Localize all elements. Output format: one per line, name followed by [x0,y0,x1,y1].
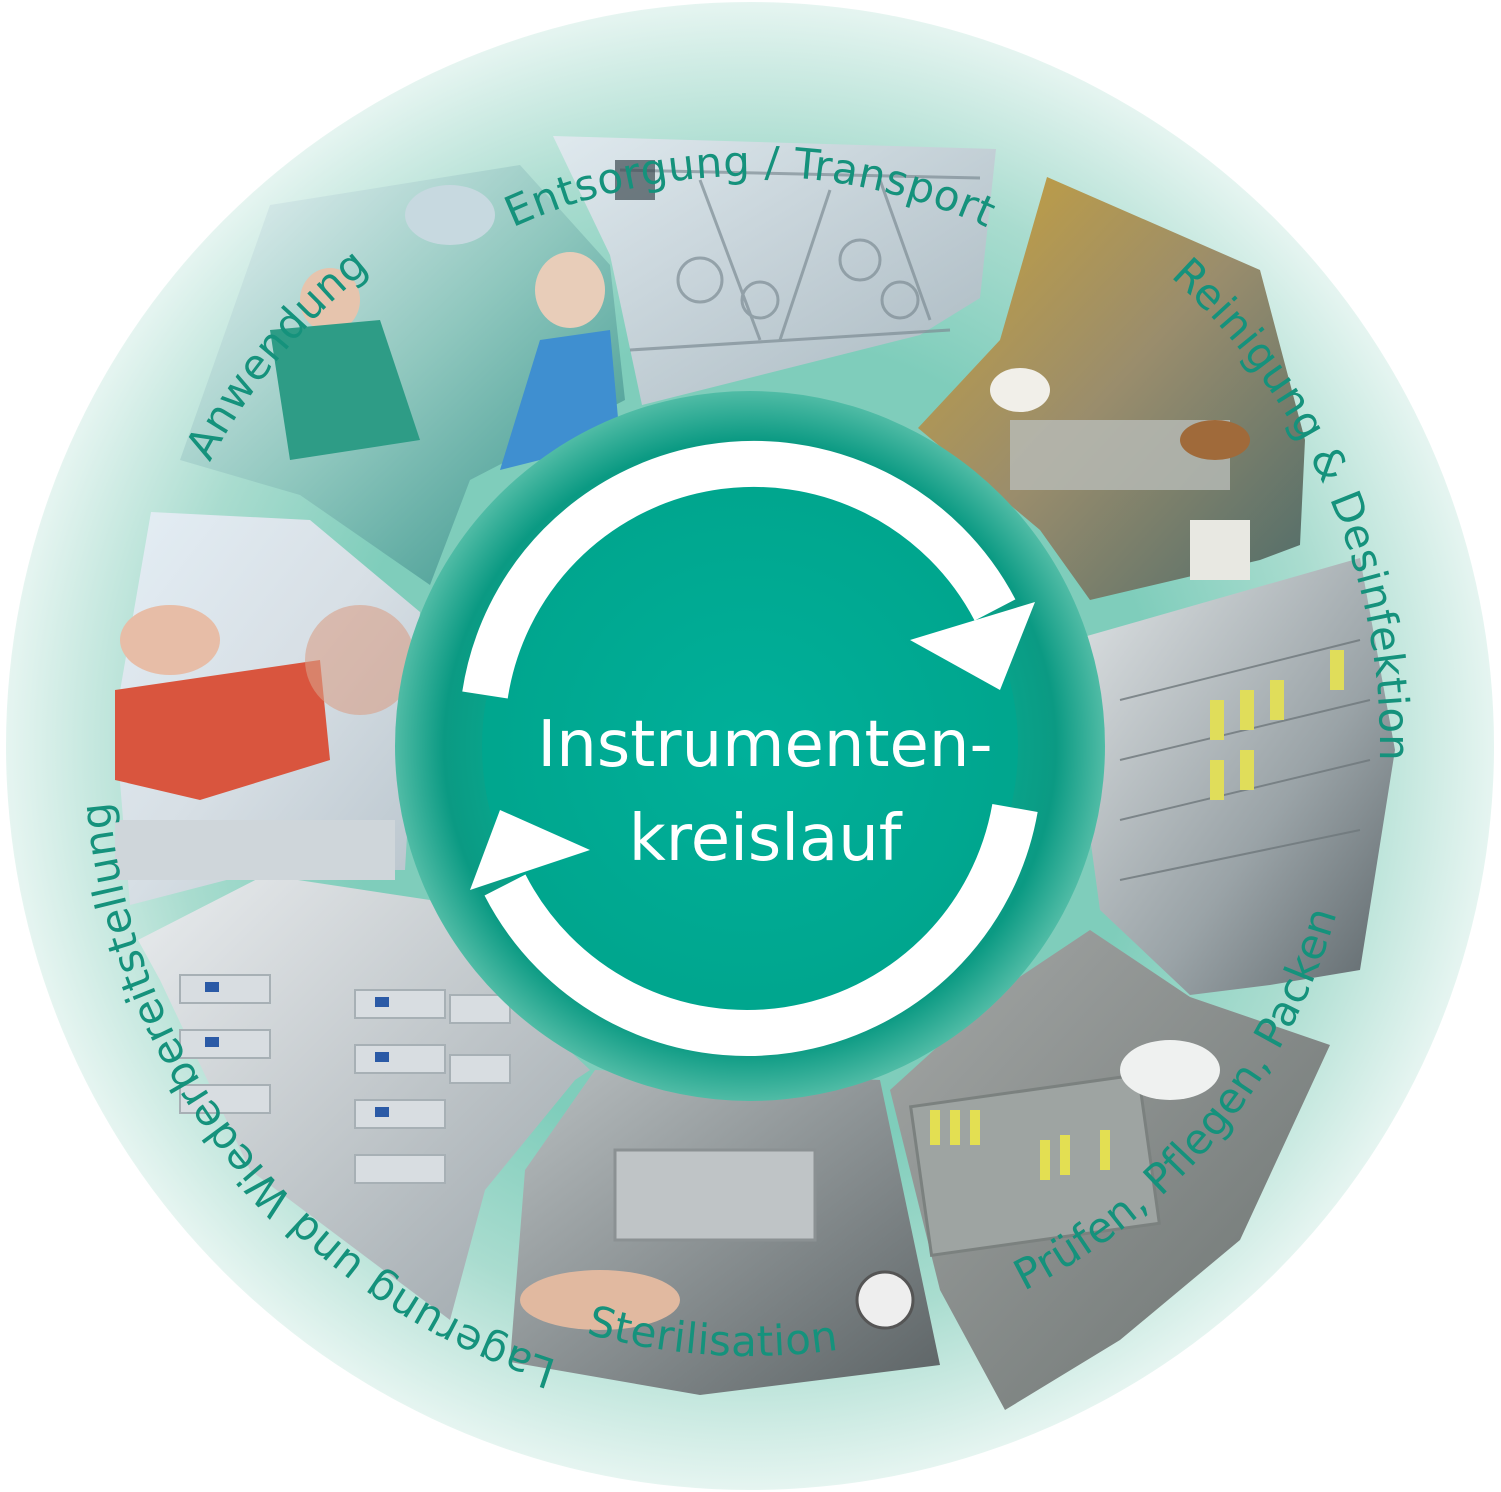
red-container-photo [115,512,420,905]
sterilizer-photo [510,1070,940,1395]
packing-photo [890,930,1330,1410]
center-title-line1: Instrumenten- [537,708,992,782]
cleaning-basket-photo [918,177,1305,600]
photo-panels [115,136,1395,1410]
arrow-top-icon [462,440,1035,699]
arrow-bottom-icon [470,803,1038,1056]
center-title-line2: kreislauf [629,802,903,876]
storage-shelf-photo [138,875,590,1320]
hub-core [482,478,1018,1014]
cycle-arrows [462,440,1038,1056]
washer-rack-photo [1085,558,1395,995]
instrument-tray-photo [553,136,996,405]
